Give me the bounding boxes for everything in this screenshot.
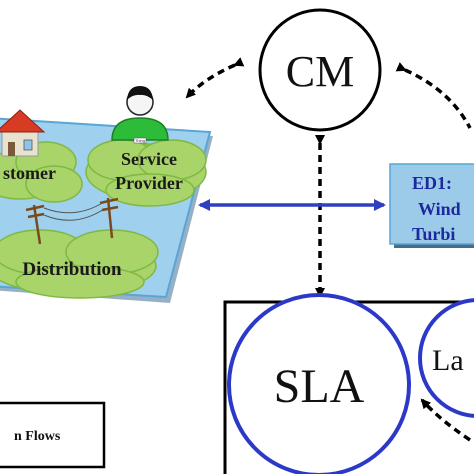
ed1-label-line3: Turbi <box>412 224 455 244</box>
legend-label: n Flows <box>14 429 61 444</box>
person-icon <box>111 86 169 144</box>
sla-label: SLA <box>274 360 365 413</box>
house-icon <box>0 109 46 157</box>
distribution-cloud <box>0 229 159 299</box>
cm-to-platform-arrow <box>185 57 245 99</box>
service-provider-label-line1: Service <box>121 149 177 169</box>
sla-node <box>227 293 411 474</box>
service-provider-cloud <box>85 139 207 207</box>
cm-label: CM <box>286 47 354 96</box>
distribution-label: Distribution <box>22 259 122 280</box>
la-label: La <box>432 344 464 377</box>
la-to-sla-arrow <box>420 398 471 442</box>
cm-node <box>258 8 382 132</box>
service-provider-label-line2: Provider <box>115 173 183 193</box>
ed1-label-line2: Wind <box>418 199 461 219</box>
legend-box <box>0 401 106 469</box>
customer-label: stomer <box>3 163 56 183</box>
la-node <box>418 298 474 418</box>
ed1-label-line1: ED1: <box>412 173 452 193</box>
power-line-icon <box>25 197 119 245</box>
cm-to-ed1-arrow <box>395 62 472 129</box>
ed1-box <box>389 163 474 248</box>
customer-cloud <box>0 141 83 203</box>
person-badge: Thing <box>135 138 145 143</box>
